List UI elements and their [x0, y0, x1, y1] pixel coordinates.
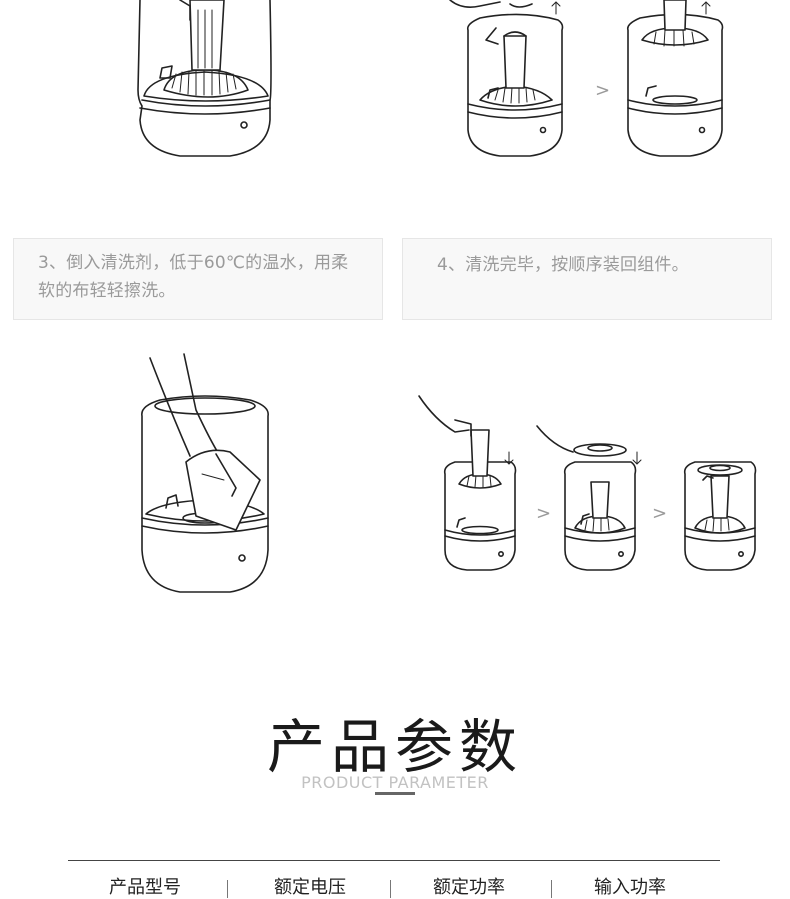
- param-header-rated-power: 额定功率: [433, 877, 505, 898]
- column-separator: [227, 880, 228, 898]
- table-top-rule: [68, 860, 720, 861]
- cleaning-illustration: [141, 353, 269, 593]
- sequence-arrow: >: [536, 503, 552, 524]
- step-4-text: 4、清洗完毕，按顺序装回组件。: [437, 255, 689, 275]
- column-separator: [551, 880, 552, 898]
- disassembly-illustration-top-right: [449, 0, 724, 157]
- title-underline: [375, 792, 415, 795]
- section-subtitle: PRODUCT PARAMETER: [301, 773, 489, 792]
- sequence-arrow: >: [652, 503, 668, 524]
- reassembly-illustration: [418, 395, 757, 571]
- sequence-arrow: >: [595, 80, 611, 101]
- param-header-model: 产品型号: [109, 877, 181, 898]
- param-header-input-power: 输入功率: [594, 877, 666, 898]
- step-3-note: 3、倒入清洗剂，低于60℃的温水，用柔 软的布轻轻擦洗。: [13, 238, 383, 320]
- humidifier-illustration-top-left: [137, 0, 272, 157]
- param-header-rated-voltage: 额定电压: [274, 877, 346, 898]
- section-title: 产品参数: [266, 713, 523, 781]
- step-3-text: 3、倒入清洗剂，低于60℃的温水，用柔 软的布轻轻擦洗。: [38, 253, 349, 301]
- step-4-note: 4、清洗完毕，按顺序装回组件。: [402, 238, 772, 320]
- column-separator: [390, 880, 391, 898]
